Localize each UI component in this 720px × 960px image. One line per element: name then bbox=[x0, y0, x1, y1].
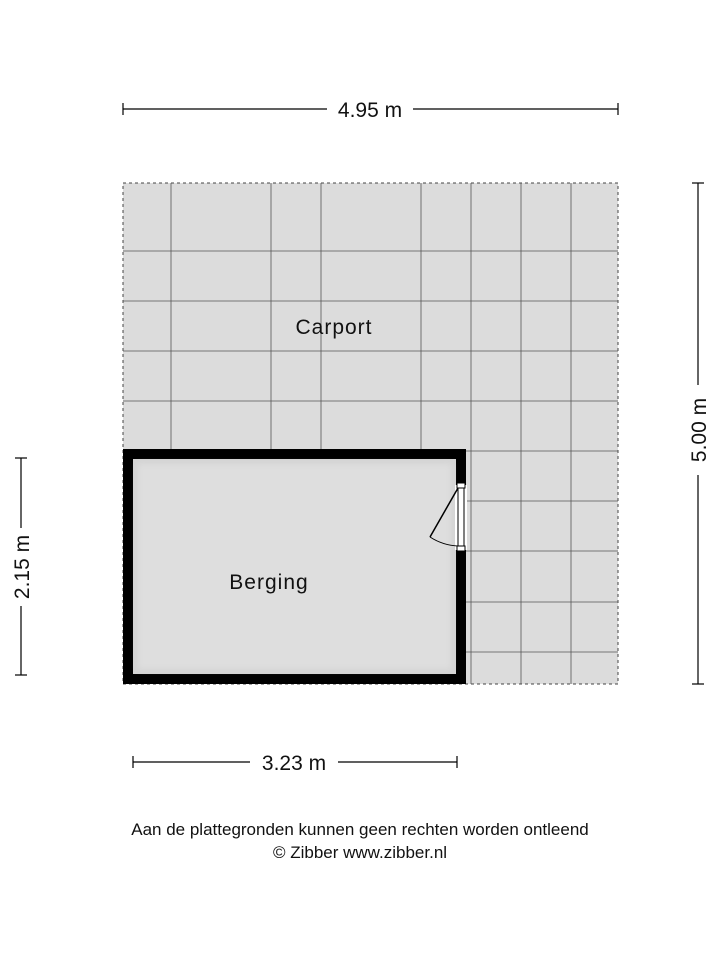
disclaimer-text: Aan de plattegronden kunnen geen rechten… bbox=[131, 820, 589, 839]
carport-label: Carport bbox=[295, 316, 372, 339]
berging-label: Berging bbox=[229, 571, 308, 594]
copyright-text: © Zibber www.zibber.nl bbox=[272, 843, 448, 862]
carport-grid bbox=[123, 183, 618, 684]
dimension-top-label: 4.95 m bbox=[338, 99, 402, 122]
dimension-right: 5.00 m bbox=[688, 182, 711, 685]
door-leaf bbox=[429, 487, 459, 538]
dimension-top: 4.95 m bbox=[122, 99, 619, 122]
dimension-left: 2.15 m bbox=[11, 457, 34, 676]
door-frame-top bbox=[456, 482, 466, 489]
door-opening bbox=[455, 485, 467, 550]
dimension-bottom: 3.23 m bbox=[132, 752, 458, 775]
berging-floor-shade bbox=[138, 464, 451, 669]
door-swing-arc bbox=[429, 536, 459, 547]
berging-room: Berging bbox=[123, 449, 467, 684]
dimension-right-label: 5.00 m bbox=[688, 398, 711, 462]
dimension-bottom-label: 3.23 m bbox=[262, 752, 326, 775]
dimension-left-label: 2.15 m bbox=[11, 535, 34, 599]
door-frame-bottom bbox=[456, 545, 466, 552]
